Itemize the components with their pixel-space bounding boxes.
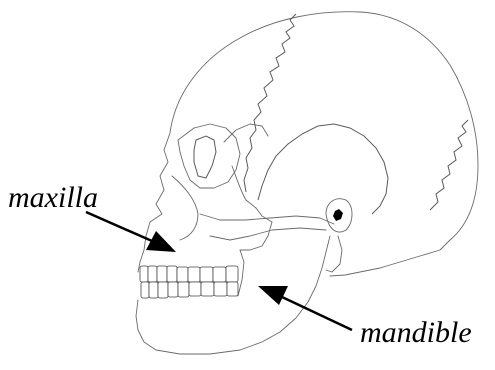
- ear-canal-icon: [333, 209, 343, 221]
- lower-teeth: [141, 282, 238, 298]
- nasal-aperture: [172, 176, 198, 240]
- maxilla-label: maxilla: [8, 183, 98, 213]
- lambdoid-suture: [430, 120, 468, 210]
- coronoid-process: [240, 222, 272, 250]
- cranium-outline: [170, 12, 478, 276]
- orbit-outline: [178, 124, 240, 188]
- mandible-label: mandible: [360, 318, 472, 348]
- orbit-inner: [194, 136, 216, 178]
- coronal-suture: [244, 14, 296, 192]
- squamosal-suture: [258, 124, 388, 214]
- mandible-ramus: [238, 250, 244, 296]
- mandible-arrow: [258, 286, 352, 330]
- maxilla-arrow: [86, 212, 176, 252]
- upper-teeth: [140, 266, 238, 282]
- nasal-bone: [150, 133, 170, 222]
- zygomatic-arch-lower: [210, 228, 326, 240]
